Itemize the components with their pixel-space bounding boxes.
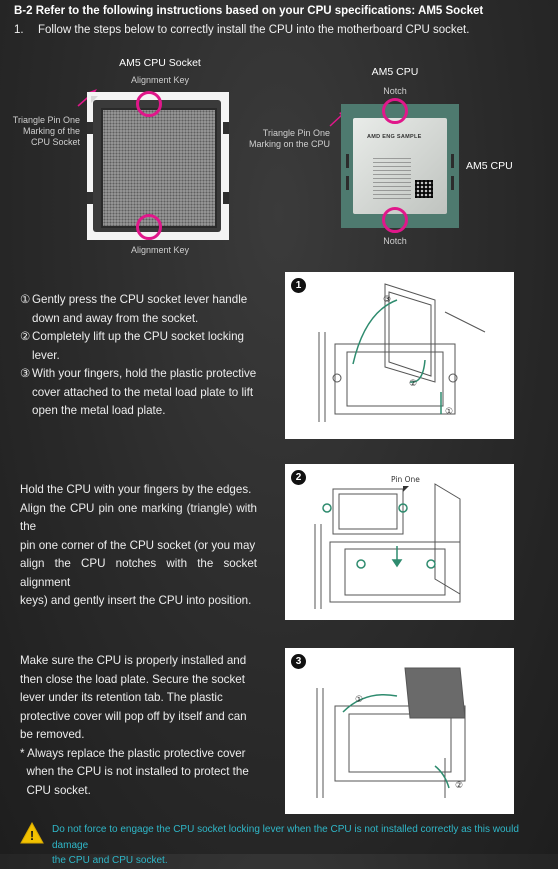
socket-alignment-key-top-label: Alignment Key	[130, 75, 190, 85]
step2-badge: 2	[291, 470, 306, 485]
section-title: B-2 Refer to the following instructions …	[14, 5, 484, 17]
svg-text:!: !	[30, 828, 34, 843]
step2-illustration: Pin One	[314, 475, 461, 609]
step1-marker: ②	[409, 379, 417, 389]
cpu-capacitor	[451, 154, 454, 168]
cpu-side-label: AM5 CPU	[466, 160, 513, 172]
cpu-triangle-label-line: Marking on the CPU	[248, 139, 330, 149]
cpu-qr-code	[415, 180, 433, 198]
cpu-figure-title: AM5 CPU	[371, 66, 419, 78]
cpu-notch-bottom-label: Notch	[383, 236, 407, 246]
step3-badge: 3	[291, 654, 306, 669]
cpu-triangle-label-line: Triangle Pin One	[262, 128, 330, 138]
step3-line: CPU socket.	[20, 783, 91, 797]
socket-key-highlight-bottom	[136, 214, 162, 240]
step1-item-text: Completely lift up the CPU socket lockin…	[32, 330, 244, 362]
step2-line: Hold the CPU with your fingers by the ed…	[20, 483, 252, 496]
socket-triangle-label: Triangle Pin One Marking of the CPU Sock…	[6, 115, 80, 148]
step2-instructions: Hold the CPU with your fingers by the ed…	[20, 481, 257, 611]
cpu-capacitor	[346, 176, 349, 190]
socket-side-tab	[223, 192, 229, 204]
step2-line: keys) and gently insert the CPU into pos…	[20, 594, 252, 607]
step3-line: Make sure the CPU is properly installed …	[20, 654, 247, 667]
step2-line: align the CPU notches with the socket al…	[20, 557, 257, 589]
cpu-chip-markings	[373, 158, 411, 202]
warning-line: the CPU and CPU socket.	[52, 855, 168, 866]
cpu-heat-spreader: AMD ENG SAMPLE	[353, 118, 447, 214]
step3-diagram: 3 ① ②	[285, 648, 514, 814]
cpu-notch-highlight-top	[382, 98, 408, 124]
step1-instructions: ① Gently press the CPU socket lever hand…	[20, 291, 257, 421]
socket-triangle-label-line: CPU Socket	[30, 137, 80, 147]
step1-illustration: ③ ② ①	[318, 283, 486, 422]
step1-marker: ③	[383, 295, 391, 305]
socket-triangle-label-line: Marking of the	[22, 126, 80, 136]
step1-marker: ①	[445, 407, 453, 417]
cpu-capacitor	[451, 176, 454, 190]
warning-line: Do not force to engage the CPU socket lo…	[52, 824, 519, 851]
cpu-notch-highlight-bottom	[382, 207, 408, 233]
socket-figure-title: AM5 CPU Socket	[119, 57, 201, 69]
socket-pin-one-triangle	[91, 96, 98, 103]
socket-side-tab	[87, 122, 93, 134]
step3-line: when the CPU is not installed to protect…	[20, 765, 249, 778]
step-number: 1.	[14, 24, 24, 36]
step3-marker: ①	[355, 695, 363, 705]
step1-item-text: With your fingers, hold the plastic prot…	[32, 367, 257, 417]
step1-item-number: ②	[20, 330, 31, 343]
socket-body	[93, 100, 221, 232]
step3-illustration: ① ②	[316, 667, 466, 798]
step3-line: * Always replace the plastic protective …	[20, 746, 246, 760]
step2-diagram: 2 Pin One	[285, 464, 514, 620]
step3-marker: ②	[455, 781, 463, 791]
step1-item: ③ With your fingers, hold the plastic pr…	[20, 365, 257, 421]
socket-triangle-label-line: Triangle Pin One	[12, 115, 80, 125]
step2-line: pin one corner of the CPU socket (or you…	[20, 538, 256, 552]
step1-diagram: 1 ③ ② ①	[285, 272, 514, 439]
socket-pin-grid	[101, 108, 217, 228]
warning-icon: !	[20, 822, 44, 844]
step3-line: be removed.	[20, 728, 85, 741]
step1-item: ② Completely lift up the CPU socket lock…	[20, 328, 257, 365]
step1-badge: 1	[291, 278, 306, 293]
socket-alignment-key-bottom-label: Alignment Key	[130, 245, 190, 255]
step3-line: then close the load plate. Secure the so…	[20, 672, 245, 686]
socket-side-tab	[87, 192, 93, 204]
step1-item-text: Gently press the CPU socket lever handle…	[32, 293, 248, 325]
step1-item: ① Gently press the CPU socket lever hand…	[20, 291, 257, 328]
step-text: Follow the steps below to correctly inst…	[38, 24, 470, 36]
cpu-notch-top-label: Notch	[383, 86, 407, 96]
step3-line: lever under its retention tab. The plast…	[20, 691, 223, 704]
socket-key-highlight-top	[136, 91, 162, 117]
step1-item-number: ③	[20, 367, 31, 380]
step-instruction: 1. Follow the steps below to correctly in…	[14, 24, 469, 36]
cpu-chip-text: AMD ENG SAMPLE	[367, 134, 422, 140]
cpu-triangle-label: Triangle Pin One Marking on the CPU	[236, 128, 330, 150]
step3-instructions: Make sure the CPU is properly installed …	[20, 652, 249, 800]
socket-side-tab	[223, 122, 229, 134]
cpu-capacitor	[346, 154, 349, 168]
step3-line: protective cover will pop off by itself …	[20, 709, 247, 723]
step2-pin-one-label: Pin One	[391, 475, 420, 484]
warning-text: Do not force to engage the CPU socket lo…	[52, 822, 552, 869]
step2-line: Align the CPU pin one marking (triangle)…	[20, 501, 257, 534]
step1-item-number: ①	[20, 293, 31, 306]
